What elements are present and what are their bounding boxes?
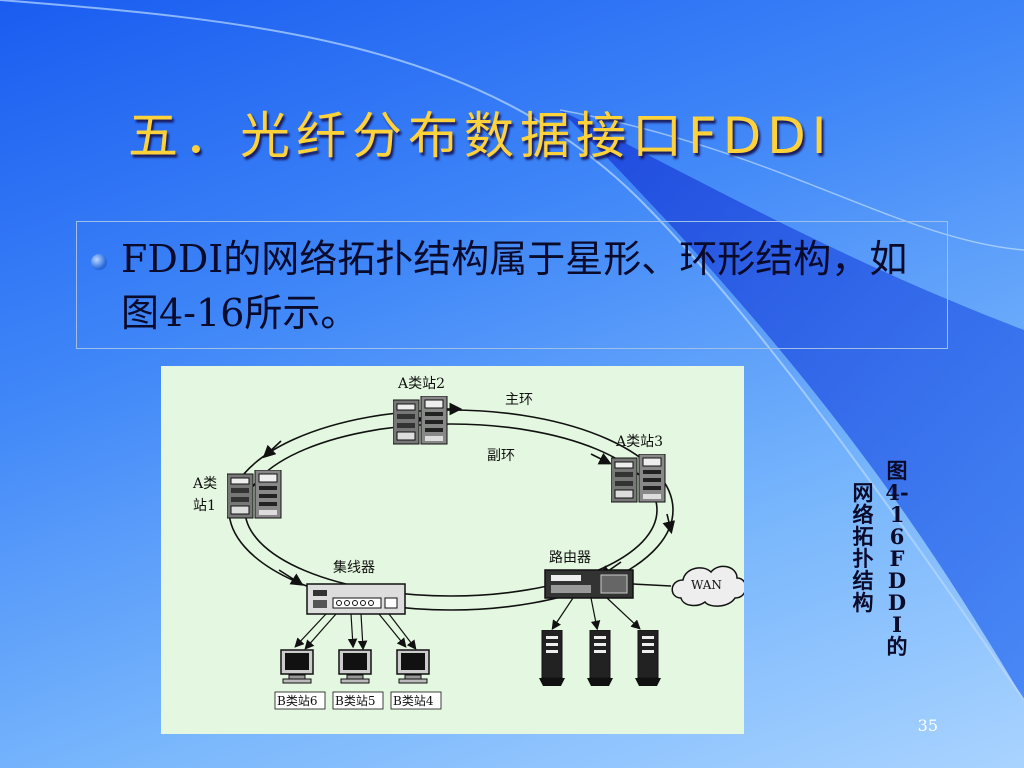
tower-server-icon-2: [587, 630, 613, 686]
figure-caption-col2: 网络拓扑结构: [852, 480, 874, 615]
bullet-box: FDDI的网络拓扑结构属于星形、环形结构，如图4-16所示。: [76, 221, 948, 349]
label-box-b5: [332, 691, 384, 710]
station-b6-icon: [280, 649, 314, 684]
label-station-a3: A类站3: [615, 434, 663, 450]
label-concentrator: 集线器: [333, 559, 375, 576]
tower-server-icon-3: [635, 630, 661, 686]
label-station-b4: B类站4: [393, 694, 434, 708]
label-station-b6: B类站6: [277, 694, 317, 708]
station-b4-icon: [396, 649, 430, 684]
figure-caption-col1: 图4-16 FDDI的: [885, 458, 909, 659]
bullet-text: FDDI的网络拓扑结构属于星形、环形结构，如图4-16所示。: [121, 237, 908, 335]
station-b5-icon: [338, 649, 372, 684]
station-a1-icon: [227, 470, 282, 519]
ring-arrow: [590, 452, 612, 465]
label-primary-ring: 主环: [505, 392, 533, 408]
concentrator-links: [294, 613, 417, 651]
ring-arrow: [662, 513, 676, 535]
label-box-b4: [390, 691, 442, 710]
fddi-topology-figure: A类站2 A类站3 A类 站1 主环 副环 集线器 路由器: [161, 366, 744, 734]
router-wan-link: [632, 583, 672, 587]
router-icon: [544, 569, 634, 599]
tower-server-icon-1: [539, 630, 565, 686]
label-station-b5: B类站5: [335, 694, 375, 708]
label-router: 路由器: [549, 550, 591, 566]
ring-arrow: [278, 569, 304, 586]
topology-diagram: A类站2 A类站3 A类 站1 主环 副环 集线器 路由器: [192, 376, 744, 710]
label-secondary-ring: 副环: [487, 448, 515, 464]
label-station-a1-line2: 站1: [193, 498, 216, 514]
page-number: 35: [917, 716, 938, 735]
label-wan: WAN: [691, 578, 722, 592]
label-box-b6: [274, 691, 326, 710]
wan-cloud-icon: [671, 565, 744, 607]
station-a2-icon: [393, 396, 448, 445]
bullet-dot-icon: [91, 254, 107, 270]
label-station-a2: A类站2: [397, 376, 445, 392]
slide-title: 五．光纤分布数据接口FDDI: [128, 107, 833, 165]
router-links: [551, 597, 641, 631]
concentrator-icon: [306, 583, 406, 615]
label-station-a1-line1: A类: [192, 476, 217, 492]
station-a3-icon: [611, 454, 666, 503]
ring-arrow: [262, 440, 282, 459]
